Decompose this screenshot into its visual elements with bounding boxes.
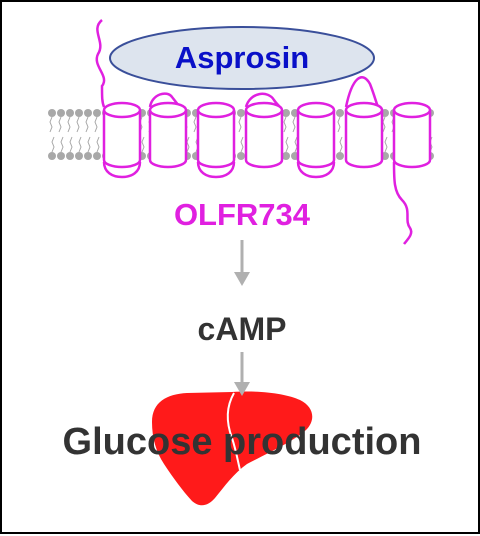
receptor-loop [296,161,336,179]
receptor-loop [196,161,236,179]
camp-label: cAMP [198,311,287,347]
lipid-tail [60,136,64,153]
transmembrane-helix [148,101,188,169]
arrow-down-icon [234,352,250,396]
lipid-tail [85,116,89,133]
receptor-loop [102,161,142,179]
lipid-head [48,152,56,160]
lipid-head [66,152,74,160]
lipid-head [57,109,65,117]
lipid-tail [58,116,62,133]
lipid-tail [240,136,244,153]
lipid-tail [193,116,197,133]
lipid-tail [67,116,71,133]
receptor-helices [102,101,432,169]
receptor-n-terminus [95,19,106,108]
lipid-head [84,152,92,160]
lipid-tail [292,116,296,133]
lipid-tail [283,116,287,133]
transmembrane-helix [344,101,384,169]
lipid-head [84,109,92,117]
lipid-head [93,152,101,160]
receptor-loop [344,76,380,108]
transmembrane-helix [296,101,336,169]
lipid-tail [238,116,242,133]
lipid-tail [141,136,145,153]
lipid-tail [94,116,98,133]
lipid-tail [382,116,386,133]
liver-icon [152,391,313,506]
lipid-tail [87,136,91,153]
receptor-c-terminus [392,161,413,245]
arrow-down-icon [234,240,250,286]
lipid-tail [285,136,289,153]
asprosin-ligand: Asprosin [109,26,375,90]
lipid-head [66,109,74,117]
transmembrane-helix [102,101,142,169]
lipid-tail [49,116,53,133]
lipid-head [57,152,65,160]
lipid-tail [96,136,100,153]
lipid-tail [78,136,82,153]
lipid-head [237,152,245,160]
glucose-production-label: Glucose production [63,421,422,463]
lipid-tail [337,116,341,133]
transmembrane-helix [244,101,284,169]
lipid-head [48,109,56,117]
lipid-head [237,109,245,117]
lipid-tail [339,136,343,153]
lipid-head [75,109,83,117]
lipid-head [282,109,290,117]
lipid-head [282,152,290,160]
transmembrane-helix [196,101,236,169]
lipid-tail [51,136,55,153]
asprosin-label: Asprosin [175,40,309,75]
lipid-tail [76,116,80,133]
lipid-head [336,109,344,117]
lipid-tail [69,136,73,153]
olfr734-label: OLFR734 [174,197,311,232]
lipid-head [75,152,83,160]
lipid-tail [294,136,298,153]
lipid-head [336,152,344,160]
transmembrane-helix [392,101,432,169]
lipid-tail [384,136,388,153]
lipid-head [93,109,101,117]
lipid-tail [186,136,190,153]
